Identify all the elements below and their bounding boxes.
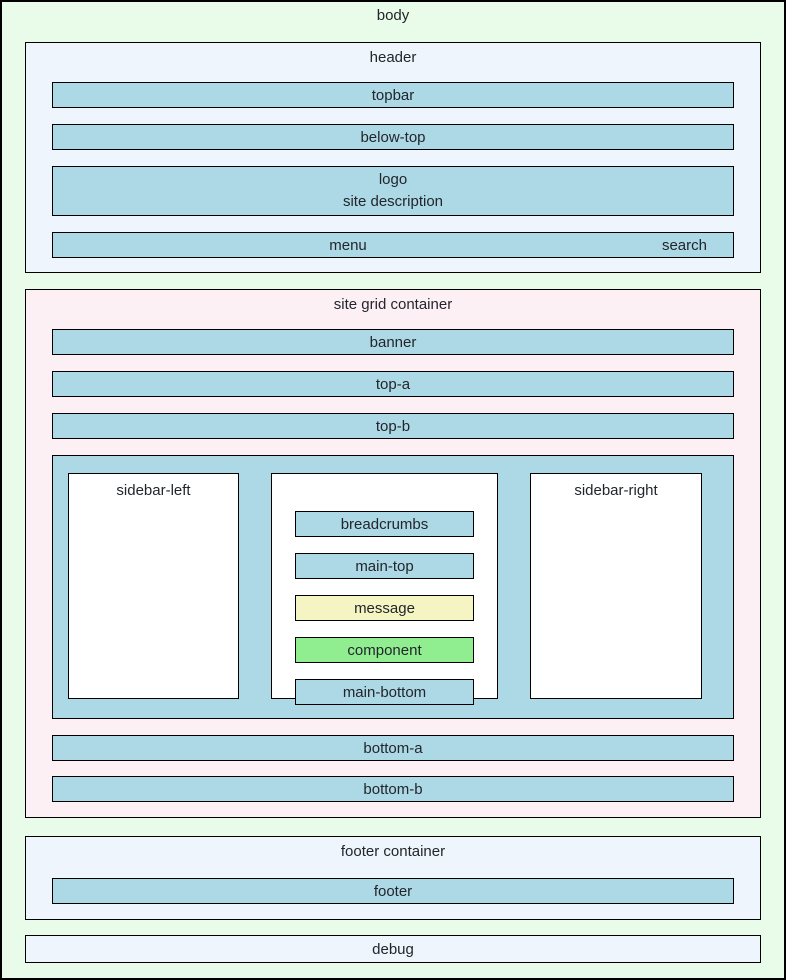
debug-position: debug (25, 935, 761, 963)
message-label: message (354, 599, 415, 617)
search-position: search (661, 236, 707, 254)
top-b-position: top-b (52, 413, 734, 439)
top-b-label: top-b (375, 417, 411, 435)
sidebar-right-label: sidebar-right (574, 482, 658, 499)
main-column: breadcrumbs main-top message component m… (271, 473, 498, 705)
message-position: message (295, 595, 474, 621)
below-top-label: below-top (360, 128, 426, 146)
breadcrumbs-position: breadcrumbs (295, 511, 474, 537)
topbar-label: topbar (371, 86, 415, 104)
top-a-position: top-a (52, 371, 734, 397)
sidebar-left-label: sidebar-left (116, 482, 191, 499)
banner-position: banner (52, 329, 734, 355)
component-position: component (295, 637, 474, 663)
logo-position: logo site description (52, 166, 734, 216)
footer-label: footer (373, 882, 413, 900)
menu-position: menu (329, 236, 367, 254)
top-a-label: top-a (375, 375, 411, 393)
bottom-a-position: bottom-a (52, 735, 734, 761)
breadcrumbs-label: breadcrumbs (340, 515, 429, 533)
main-top-position: main-top (295, 553, 474, 579)
below-top-position: below-top (52, 124, 734, 150)
main-top-label: main-top (355, 557, 414, 575)
header-region: header topbar below-top logo site descri… (25, 42, 761, 273)
footer-container-label: footer container (340, 843, 446, 860)
header-label: header (369, 49, 417, 66)
bottom-b-position: bottom-b (52, 776, 734, 802)
banner-label: banner (369, 333, 417, 351)
site-grid-container: site grid container banner top-a top-b s… (25, 289, 761, 818)
main-bottom-label: main-bottom (342, 683, 427, 701)
bottom-a-label: bottom-a (363, 739, 423, 757)
content-row: sidebar-left breadcrumbs main-top messag… (52, 455, 734, 719)
footer-position: footer (52, 878, 734, 904)
main-bottom-position: main-bottom (295, 679, 474, 705)
menu-bar: menu search (52, 232, 734, 258)
logo-label: logo (378, 171, 408, 188)
site-description-label: site description (342, 193, 444, 210)
component-label: component (347, 641, 422, 659)
bottom-b-label: bottom-b (363, 780, 423, 798)
site-grid-label: site grid container (333, 296, 453, 313)
debug-label: debug (372, 940, 414, 958)
sidebar-left-position: sidebar-left (68, 473, 239, 699)
topbar-position: topbar (52, 82, 734, 108)
sidebar-right-position: sidebar-right (530, 473, 702, 699)
footer-container: footer container footer (25, 836, 761, 920)
body-label: body (376, 7, 410, 24)
